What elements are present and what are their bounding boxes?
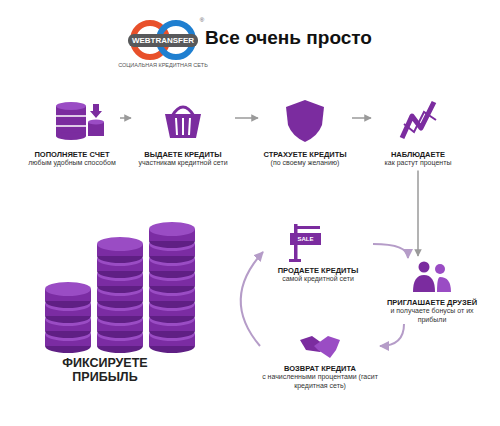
sale-sign-icon — [289, 224, 321, 262]
sign-foot — [289, 259, 301, 262]
person-head — [435, 264, 445, 274]
chart-icon — [402, 102, 436, 138]
step-title: ПРИГЛАШАЕТЕ ДРУЗЕЙ — [382, 298, 482, 307]
db-body — [56, 106, 86, 136]
cycle-arrow — [373, 244, 408, 258]
step-title: СТРАХУЕТЕ КРЕДИТЫ — [260, 150, 350, 159]
db-band — [56, 115, 86, 117]
step-note: любым удобным способом — [26, 159, 118, 168]
db-top — [56, 102, 86, 110]
logo-tagline: СОЦИАЛЬНАЯ КРЕДИТНАЯ СЕТЬ — [113, 62, 213, 69]
people-icon — [413, 262, 451, 293]
sign-arm — [294, 226, 320, 229]
result-node: ФИКСИРУЕТЕ ПРИБЫЛЬ — [55, 356, 155, 384]
diagram-title: Все очень просто — [205, 27, 372, 49]
sale-sign-text: SALE — [290, 234, 321, 244]
step-node: ПОПОЛНЯЕТЕ СЧЕТлюбым удобным способом — [26, 98, 118, 168]
coin-stacks — [45, 222, 195, 353]
person-body — [437, 277, 451, 292]
step-title: ПРОДАЕТЕ КРЕДИТЫ — [263, 266, 373, 275]
step-note: с начисленными процентами (гасит кредитн… — [260, 373, 380, 390]
chart-line-thin — [404, 112, 436, 132]
basket-icon — [165, 107, 201, 138]
db-arrow — [90, 104, 102, 118]
coin — [149, 222, 195, 248]
sign-board — [290, 233, 321, 245]
db-base — [56, 132, 86, 140]
flow-arrow — [120, 117, 131, 119]
step-title: ПОПОЛНЯЕТЕ СЧЕТ — [26, 150, 118, 159]
person-head — [419, 262, 430, 273]
handshake-icon — [300, 336, 340, 358]
step-note: участникам кредитной сети — [133, 159, 233, 168]
step-note: (по своему желанию) — [260, 159, 350, 168]
coin — [45, 282, 91, 308]
database-icon — [56, 102, 104, 140]
shield-icon — [286, 100, 324, 142]
cycle-arrow — [241, 252, 263, 346]
flow-arrow — [235, 117, 258, 119]
flow-arrow — [352, 117, 371, 119]
step-node: ВЫДАЕТЕ КРЕДИТЫучастникам кредитной сети — [133, 98, 233, 168]
logo-text: WEBTRANSFER — [128, 35, 198, 47]
step-note: самой кредитной сети — [263, 275, 373, 284]
step-title: ВОЗВРАТ КРЕДИТА — [260, 364, 380, 373]
basket-body — [165, 114, 201, 138]
person-body — [413, 275, 435, 292]
db-band — [56, 125, 86, 127]
flow-arrow — [417, 171, 419, 257]
logo-rings — [128, 23, 198, 57]
step-node: ПРИГЛАШАЕТЕ ДРУЗЕЙи получаете бонусы от … — [382, 258, 482, 324]
basket-slats — [176, 118, 190, 135]
step-node: ВОЗВРАТ КРЕДИТАс начисленными процентами… — [260, 330, 380, 390]
step-title: ФИКСИРУЕТЕ ПРИБЫЛЬ — [55, 356, 155, 384]
step-title: НАБЛЮДАЕТЕ — [373, 150, 463, 159]
step-node: СТРАХУЕТЕ КРЕДИТЫ(по своему желанию) — [260, 98, 350, 168]
step-note: и получаете бонусы от их прибыли — [382, 307, 482, 324]
chart-line — [402, 102, 434, 138]
step-node: ПРОДАЕТЕ КРЕДИТЫсамой кредитной сети — [263, 222, 373, 284]
db-small-top — [88, 120, 104, 125]
logo-pill — [128, 34, 198, 47]
step-node: НАБЛЮДАЕТЕкак растут проценты — [373, 98, 463, 168]
cycle-arrow — [380, 324, 404, 346]
step-note: как растут проценты — [373, 159, 463, 168]
coin — [97, 237, 143, 263]
registered-mark: ® — [197, 17, 207, 24]
step-title: ВЫДАЕТЕ КРЕДИТЫ — [133, 150, 233, 159]
hand — [314, 336, 340, 358]
